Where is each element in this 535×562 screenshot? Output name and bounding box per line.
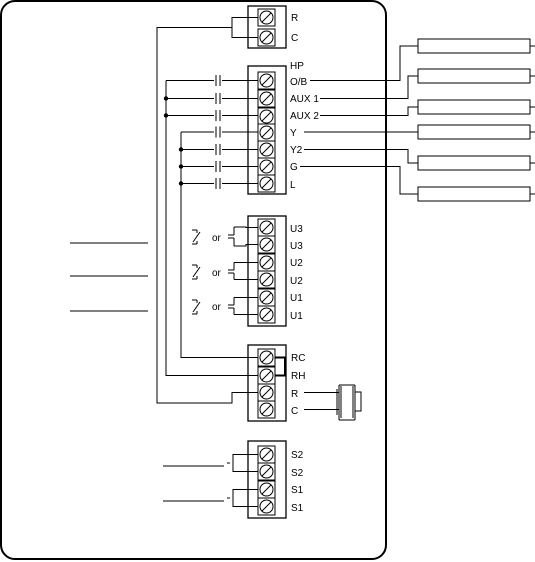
junction-dot — [164, 96, 168, 100]
terminal-screw-c2 — [258, 401, 275, 418]
relay-or-text: or — [212, 302, 222, 313]
terminal-screw-c — [258, 29, 275, 46]
terminal-label-hp: HP — [290, 61, 304, 72]
junction-dot — [179, 181, 183, 185]
terminal-screw-o-b — [258, 90, 275, 107]
terminal-label-r2: R — [291, 389, 298, 400]
terminal-label-l: L — [290, 180, 296, 191]
terminal-label-u3a: U3 — [290, 224, 303, 235]
relay-or-text: or — [212, 268, 222, 279]
terminal-label-rc: RC — [291, 353, 305, 364]
terminal-label-u2a: U2 — [290, 258, 303, 269]
terminal-screw-g — [258, 175, 275, 192]
terminal-screw-r — [258, 9, 275, 26]
load-box-3 — [418, 100, 530, 114]
terminal-screw-rc — [258, 349, 275, 366]
terminal-label-s1b: S1 — [291, 503, 304, 514]
terminal-label-u1a: U1 — [290, 293, 303, 304]
load-box-5 — [418, 156, 530, 170]
junction-dot — [179, 164, 183, 168]
terminal-screw-u1b — [258, 306, 275, 323]
terminal-screw-u2a — [258, 254, 275, 271]
terminal-label-aux1: AUX 1 — [290, 94, 319, 105]
terminal-screw-u3b — [258, 236, 275, 253]
terminal-label-r: R — [291, 13, 298, 24]
load-stubs — [530, 46, 535, 194]
terminal-label-s2a: S2 — [291, 450, 304, 461]
junction-dot — [179, 147, 183, 151]
terminal-screw-u2b — [258, 271, 275, 288]
terminal-screw-aux2 — [258, 124, 275, 141]
terminal-label-o-b: O/B — [290, 77, 308, 88]
terminal-screw-r2 — [258, 384, 275, 401]
terminal-screw-y2 — [258, 158, 275, 175]
terminal-screw-s2a — [258, 446, 275, 463]
relay-or-text: or — [212, 233, 222, 244]
terminal-label-aux2: AUX 2 — [290, 111, 319, 122]
terminal-screw-u3a — [258, 219, 275, 236]
terminal-label-g: G — [290, 162, 298, 173]
terminal-screw-rh — [258, 367, 275, 384]
load-box-2 — [418, 69, 530, 83]
terminal-label-s1a: S1 — [291, 485, 304, 496]
terminal-label-y: Y — [290, 128, 297, 139]
terminal-label-u2b: U2 — [290, 276, 303, 287]
terminal-label-c: C — [291, 33, 298, 44]
terminal-label-c2: C — [291, 406, 298, 417]
terminal-screw-s1a — [258, 481, 275, 498]
terminal-label-s2b: S2 — [291, 468, 304, 479]
load-box-6 — [418, 187, 530, 201]
terminal-screw-s2b — [258, 463, 275, 480]
terminal-label-y2: Y2 — [290, 145, 303, 156]
terminal-label-rh: RH — [291, 371, 305, 382]
terminal-screw-s1b — [258, 498, 275, 515]
device-housing — [1, 1, 386, 559]
load-box-4 — [418, 125, 530, 139]
terminal-screw-aux1 — [258, 108, 275, 125]
junction-dot — [164, 113, 168, 117]
terminal-screw-hp — [258, 72, 275, 89]
terminal-label-u3b: U3 — [290, 241, 303, 252]
load-box-1 — [418, 39, 530, 53]
terminal-label-u1b: U1 — [290, 311, 303, 322]
terminal-screw-u1a — [258, 289, 275, 306]
terminal-screw-y — [258, 141, 275, 158]
